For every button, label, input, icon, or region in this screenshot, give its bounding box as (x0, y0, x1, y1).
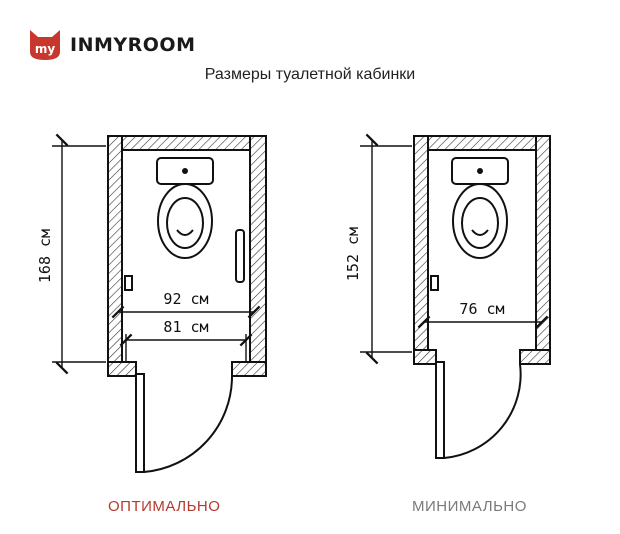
depth-label-minimal: 152 см (344, 227, 362, 281)
page-title: Размеры туалетной кабинки (204, 66, 416, 83)
latch-minimal (430, 275, 439, 291)
logo-mark-text: my (35, 42, 56, 56)
dimensions-optimal (52, 133, 261, 375)
toilet-minimal (451, 157, 509, 259)
latch-optimal (124, 275, 133, 291)
depth-label-optimal: 168 см (36, 229, 54, 283)
door-optimal (135, 373, 234, 473)
grab-bar-optimal (235, 229, 245, 283)
door-width-label-optimal: 81 см (163, 318, 208, 336)
door-minimal (435, 361, 522, 459)
inner-width-label-optimal: 92 см (163, 290, 208, 308)
plan-optimal: 168 см 92 см 81 см (36, 133, 267, 473)
walls-minimal (413, 135, 551, 365)
brand-name: INMYROOM (70, 34, 196, 56)
cat-logo-icon: my (30, 30, 60, 60)
toilet-optimal (156, 157, 214, 259)
inner-width-label-minimal: 76 см (459, 300, 504, 318)
plan-minimal: 152 см 76 см (344, 133, 551, 459)
dimensions-minimal (360, 133, 549, 365)
caption-optimal: ОПТИМАЛЬНО (108, 498, 221, 515)
caption-minimal: МИНИМАЛЬНО (412, 498, 527, 515)
brand-logo: my INMYROOM (28, 28, 195, 62)
